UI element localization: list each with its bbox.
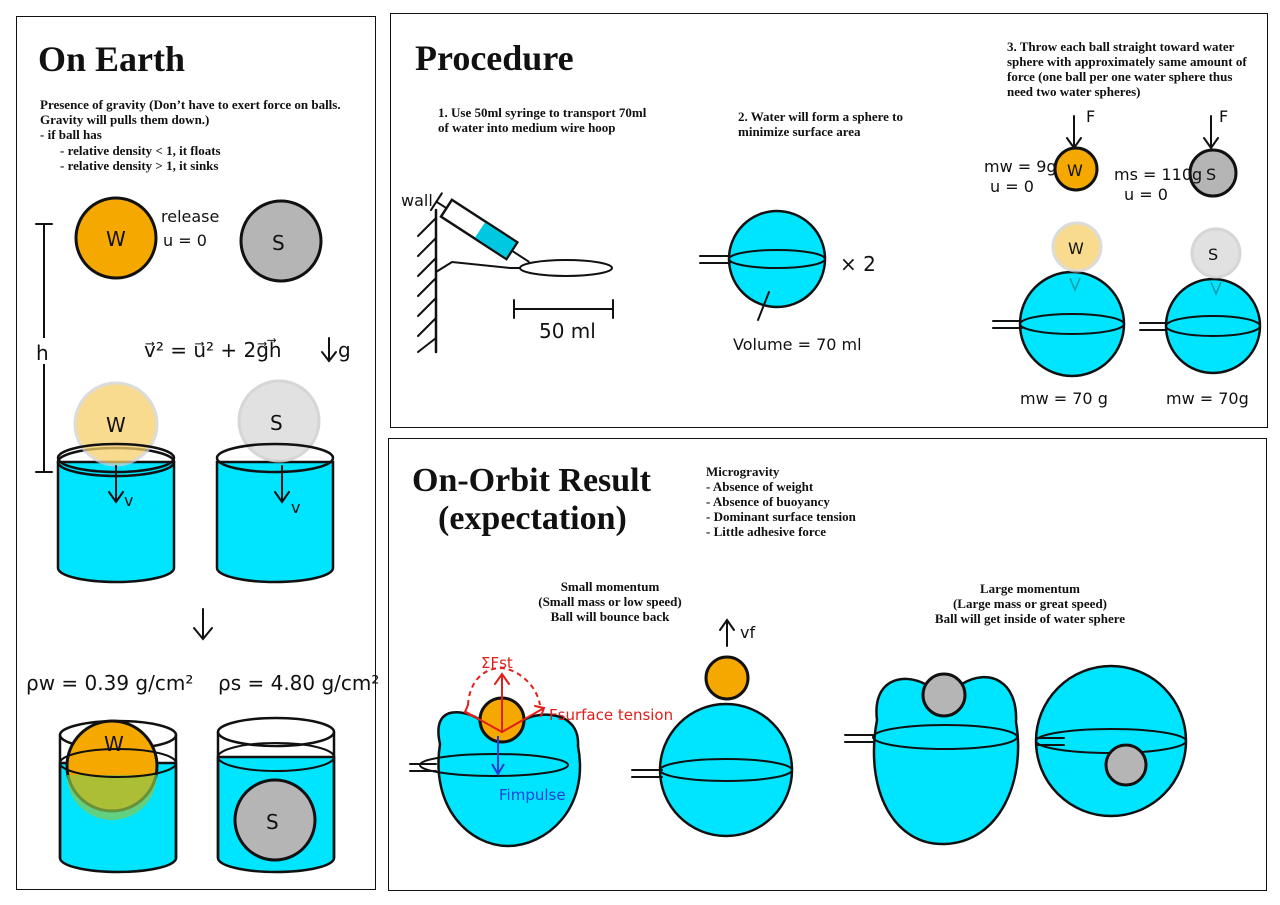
svg-text:S: S (270, 411, 283, 435)
water-cylinder-sunk: S (216, 716, 336, 874)
scale-label: 50 ml (539, 319, 596, 343)
sphere-mass-left: mw = 70 g (1020, 389, 1108, 408)
bounce-sphere-forces (409, 666, 582, 848)
water-sphere-procedure (699, 209, 827, 321)
force-arrow-wood-icon (1066, 115, 1082, 150)
wood-ball-letter: W (1067, 161, 1083, 180)
impulse-force-label: Fimpulse (499, 786, 566, 804)
procedure-step-1: 1. Use 50ml syringe to transport 70ml of… (438, 105, 647, 135)
svg-text:S: S (266, 810, 279, 834)
gravity-intro: Presence of gravity (Don’t have to exert… (40, 97, 341, 127)
syringe-icon (429, 192, 530, 263)
svg-text:W: W (106, 413, 126, 437)
force-label-steel: F (1219, 107, 1228, 126)
steel-ball-throw (1188, 148, 1238, 198)
scale-bar (513, 299, 614, 319)
penetrating-sphere-inside (1034, 664, 1188, 818)
sum-surface-tension-label: ΣFst (481, 654, 513, 672)
multiplier-label: × 2 (840, 252, 876, 276)
wood-velocity-label: u = 0 (990, 177, 1034, 196)
height-label: h (36, 341, 49, 365)
volume-label: Volume = 70 ml (733, 335, 862, 354)
svg-text:S: S (272, 231, 285, 255)
ghost-wood-letter: W (1068, 239, 1084, 258)
penetrating-sphere-entry (844, 672, 1020, 846)
sphere-mass-right: mw = 70g (1166, 389, 1249, 408)
result-arrow-icon (193, 608, 213, 641)
water-sphere-target-right (1139, 227, 1262, 375)
steel-ball-letter: S (1206, 165, 1216, 184)
on-earth-title: On Earth (38, 39, 186, 79)
procedure-title: Procedure (415, 38, 574, 78)
svg-text:v: v (124, 491, 133, 510)
wire-hoop-stem (435, 260, 521, 273)
force-label-wood: F (1086, 107, 1095, 126)
initial-velocity-label: u = 0 (163, 231, 207, 250)
gravity-arrow-icon (321, 337, 337, 363)
wood-density-label: ρw = 0.39 g/cm² (26, 671, 193, 695)
small-momentum-note: Small momentum (Small mass or low speed)… (538, 579, 682, 624)
wall-icon (417, 208, 438, 354)
svg-text:W: W (104, 732, 124, 756)
wood-mass-label: mw = 9g (984, 157, 1057, 176)
water-cylinder-right: S v (215, 379, 335, 584)
wall-label: wall (401, 191, 433, 210)
svg-text:v: v (291, 498, 300, 517)
microgravity-item-4: - Little adhesive force (706, 524, 826, 539)
force-arrow-steel-icon (1203, 115, 1219, 150)
steel-density-label: ρs = 4.80 g/cm² (218, 671, 379, 695)
on-orbit-title: On-Orbit Result (412, 462, 651, 499)
steel-mass-label: ms = 110g (1114, 165, 1202, 184)
density-float-rule: - relative density < 1, it floats (60, 143, 221, 158)
steel-ball-release: S (239, 199, 323, 283)
large-momentum-note: Large momentum (Large mass or great spee… (934, 581, 1126, 626)
wood-ball-throw (1053, 146, 1099, 192)
svg-text:W: W (106, 227, 126, 251)
wood-ball-release: W (74, 196, 158, 280)
procedure-step-2: 2. Water will form a sphere to minimize … (738, 109, 904, 139)
water-cylinder-floating: W (58, 719, 178, 874)
wire-hoop (519, 259, 613, 277)
steel-velocity-label: u = 0 (1124, 185, 1168, 204)
height-bracket: h (32, 223, 56, 473)
density-bullet: - if ball has (40, 127, 102, 142)
surface-tension-label: Fsurface tension (549, 706, 673, 724)
microgravity-item-1: - Absence of weight (706, 479, 814, 494)
gravity-label: g (338, 338, 351, 362)
release-label: release (161, 207, 219, 226)
microgravity-heading: Microgravity (706, 464, 780, 479)
water-sphere-target-left (992, 221, 1126, 378)
bounce-sphere-after (631, 618, 794, 838)
on-orbit-subtitle: (expectation) (438, 500, 627, 537)
kinematics-equation: v⃗² = u⃗² + 2g⃗h⃗ (144, 337, 282, 362)
ghost-steel-letter: S (1208, 245, 1218, 264)
microgravity-item-3: - Dominant surface tension (706, 509, 856, 524)
water-cylinder-left: W v (56, 381, 176, 584)
final-velocity-label: vf (740, 623, 755, 642)
density-sink-rule: - relative density > 1, it sinks (60, 158, 219, 173)
microgravity-item-2: - Absence of buoyancy (706, 494, 830, 509)
procedure-panel (390, 13, 1268, 428)
procedure-step-3: 3. Throw each ball straight toward water… (1007, 39, 1247, 99)
